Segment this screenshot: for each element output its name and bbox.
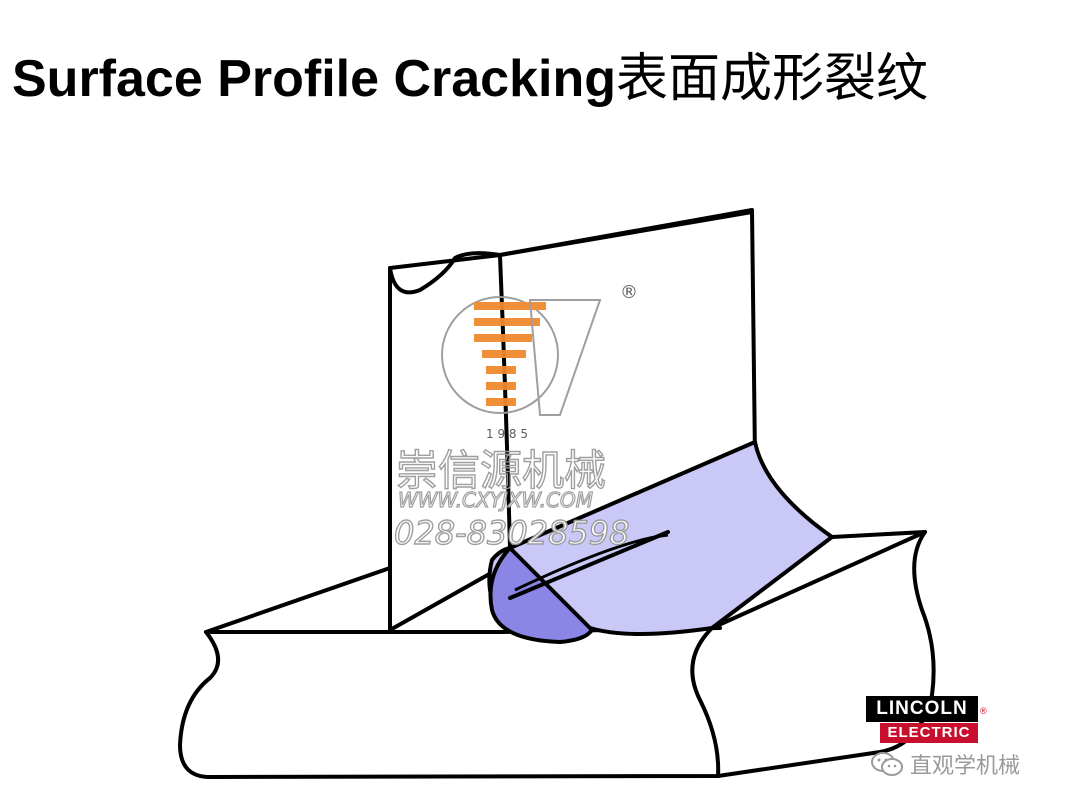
title-chinese: 表面成形裂纹	[616, 49, 929, 109]
wechat-account: 直观学机械	[870, 750, 1021, 779]
watermark-logo: ® 1 9 8 5 崇信源机械 WWW.CXYJXW.COM 028-83028…	[393, 282, 638, 553]
watermark-reg-mark: ®	[620, 282, 638, 303]
title-english: Surface Profile Cracking	[12, 50, 616, 108]
weld-crack-line	[514, 533, 669, 592]
logo-line2: ELECTRIC	[880, 723, 978, 743]
wechat-account-name: 直观学机械	[910, 754, 1021, 779]
lincoln-electric-logo: LINCOLN ELECTRIC ®	[866, 696, 987, 743]
surface-crack-profile	[388, 251, 502, 295]
watermark-year: 1 9 8 5	[486, 427, 528, 441]
watermark-website: WWW.CXYJXW.COM	[398, 488, 593, 512]
watermark-company: 崇信源机械	[396, 446, 606, 495]
base-plate-right-edge	[690, 530, 927, 778]
watermark-phone: 028-83028598	[394, 514, 630, 552]
weld-end-face	[488, 546, 594, 644]
wechat-icon	[871, 752, 903, 776]
page-title: Surface Profile Cracking表面成形裂纹	[12, 36, 928, 111]
vertical-plate-top-edge	[498, 210, 754, 257]
logo-line1: LINCOLN	[866, 696, 978, 722]
weld-toe-line	[508, 530, 670, 600]
logo-reg-mark: ®	[980, 706, 987, 716]
